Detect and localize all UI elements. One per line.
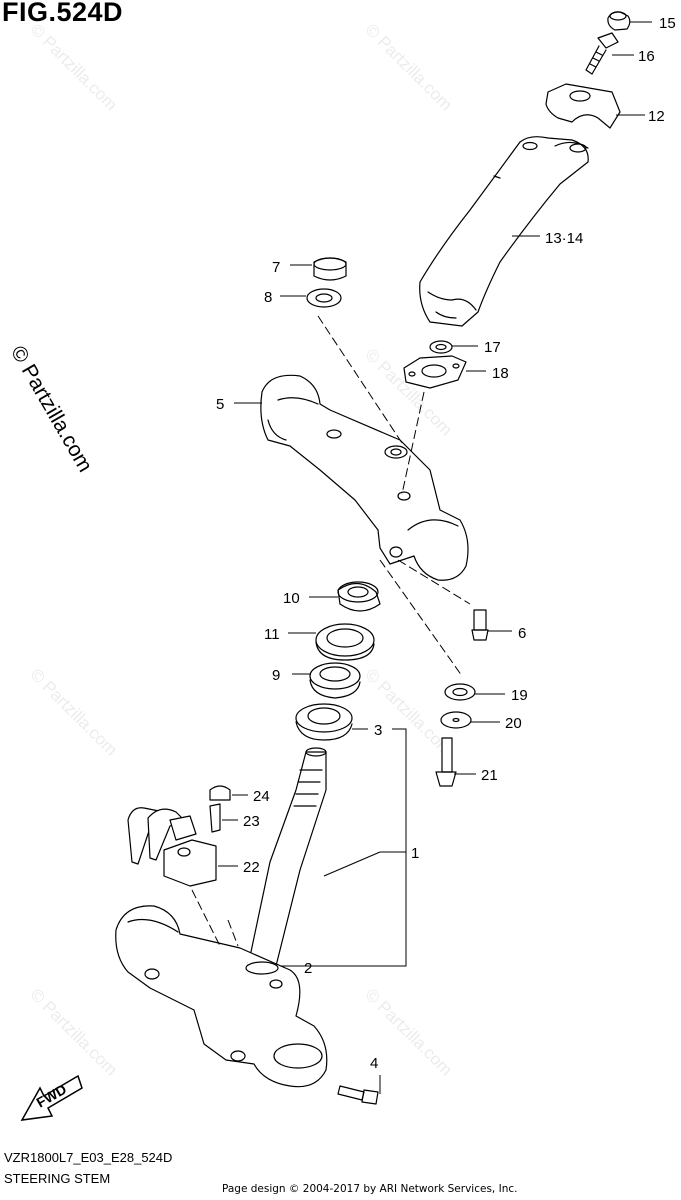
part-7-cap-nut[interactable] xyxy=(313,257,347,281)
part-5-upper-bracket[interactable] xyxy=(260,374,469,581)
figure-title: FIG.524D xyxy=(2,0,124,27)
callout-16: 16 xyxy=(638,48,655,65)
callout-19: 19 xyxy=(511,687,528,704)
part-13-14-handlebar[interactable] xyxy=(419,136,589,327)
callout-6: 6 xyxy=(518,625,526,642)
part-15-cap[interactable] xyxy=(607,11,631,31)
callout-20: 20 xyxy=(505,715,522,732)
callout-22: 22 xyxy=(243,859,260,876)
callout-24: 24 xyxy=(253,788,270,805)
callout-17: 17 xyxy=(484,339,501,356)
callout-7: 7 xyxy=(272,259,280,276)
part-11-seal[interactable] xyxy=(315,623,375,661)
part-4-bolt[interactable] xyxy=(337,1085,379,1105)
callout-11: 11 xyxy=(264,626,280,643)
callout-15: 15 xyxy=(659,15,676,32)
callout-2: 2 xyxy=(304,960,312,977)
fwd-arrow-icon xyxy=(20,1074,83,1121)
callout-10: 10 xyxy=(283,590,300,607)
part-19-washer[interactable] xyxy=(444,683,476,701)
part-12-handlebar-holder[interactable] xyxy=(545,83,621,129)
part-20-washer[interactable] xyxy=(440,711,472,729)
part-3-bearing[interactable] xyxy=(295,703,353,741)
assembly-lines xyxy=(191,315,471,947)
part-17-washer[interactable] xyxy=(429,340,453,354)
callout-12: 12 xyxy=(648,108,665,125)
callout-1: 1 xyxy=(411,845,419,862)
callout-3: 3 xyxy=(374,722,382,739)
credit-line: Page design © 2004-2017 by ARI Network S… xyxy=(222,1183,518,1195)
part-18-plate[interactable] xyxy=(403,355,467,389)
part-22-steering-lock[interactable] xyxy=(163,815,217,887)
part-9-bearing[interactable] xyxy=(309,662,361,699)
callout-23: 23 xyxy=(243,813,260,830)
callout-13-14: 13·14 xyxy=(545,230,583,247)
callout-labels: 15 16 12 13·14 7 8 17 18 5 10 6 11 9 19 … xyxy=(216,15,676,1072)
part-23-screw[interactable] xyxy=(209,803,221,833)
callout-21: 21 xyxy=(481,767,498,784)
part-1-steering-stem[interactable] xyxy=(115,747,328,1088)
section-name: STEERING STEM xyxy=(4,1171,111,1186)
part-6-bolt[interactable] xyxy=(471,609,489,641)
leader-lines xyxy=(218,21,652,1094)
part-24-cap[interactable] xyxy=(209,785,231,801)
callout-9: 9 xyxy=(272,667,280,684)
model-code: VZR1800L7_E03_E28_524D xyxy=(4,1150,173,1165)
part-16-bolt[interactable] xyxy=(585,32,619,75)
part-21-bolt[interactable] xyxy=(435,737,457,787)
part-8-washer[interactable] xyxy=(306,288,342,308)
part-10-lock-nut[interactable] xyxy=(337,581,381,612)
callout-18: 18 xyxy=(492,365,509,382)
callout-5: 5 xyxy=(216,396,224,413)
callout-8: 8 xyxy=(264,289,272,306)
callout-4: 4 xyxy=(370,1055,378,1072)
